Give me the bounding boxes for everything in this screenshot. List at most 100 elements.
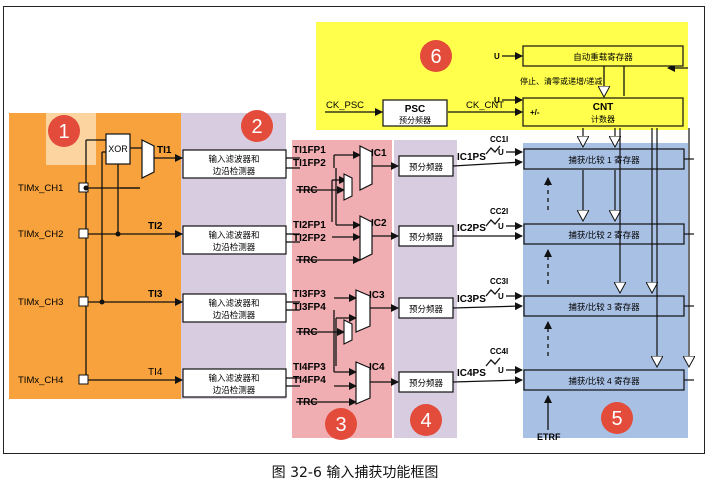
figure-caption: 图 32-6 输入捕获功能框图 bbox=[271, 465, 439, 481]
label-timx-ch2: TIMx_CH2 bbox=[18, 229, 63, 240]
badge-region-5: 5 bbox=[601, 402, 633, 434]
svg-text:边沿检测器: 边沿检测器 bbox=[213, 166, 256, 176]
label-cc2i: CC2I bbox=[490, 207, 508, 216]
svg-text:边沿检测器: 边沿检测器 bbox=[213, 242, 256, 252]
label-trc-2: TRC bbox=[297, 255, 318, 266]
filter-box-4: 输入滤波器和 边沿检测器 bbox=[182, 368, 287, 398]
ccr-3: 捕获/比较 3 寄存器 bbox=[523, 295, 685, 317]
pin-ch2 bbox=[78, 228, 89, 239]
filter-box-1: 输入滤波器和 边沿检测器 bbox=[182, 149, 287, 179]
ti1-mux bbox=[141, 139, 155, 179]
label-ti2: TI2 bbox=[148, 221, 163, 232]
svg-text:CNT: CNT bbox=[593, 102, 614, 113]
pin-ch3 bbox=[78, 296, 89, 307]
badge-region-2: 2 bbox=[241, 110, 273, 142]
svg-text:预分频器: 预分频器 bbox=[409, 378, 444, 388]
svg-text:预分频器: 预分频器 bbox=[409, 232, 444, 242]
svg-text:预分频器: 预分频器 bbox=[409, 162, 444, 172]
label-u-2: U bbox=[498, 222, 504, 231]
svg-text:1: 1 bbox=[58, 121, 69, 143]
label-stop-clear: 停止、清零或递增/递减 bbox=[520, 76, 602, 86]
svg-text:输入滤波器和: 输入滤波器和 bbox=[208, 230, 259, 240]
badge-region-3: 3 bbox=[325, 408, 357, 440]
label-u-4: U bbox=[498, 366, 504, 375]
psc-box: PSC 预分频器 bbox=[382, 99, 448, 127]
svg-text:自动重载寄存器: 自动重载寄存器 bbox=[573, 52, 633, 62]
label-ic3: IC3 bbox=[369, 290, 385, 301]
ic4-mux bbox=[355, 361, 371, 405]
ic3-mux bbox=[355, 289, 371, 333]
svg-text:计数器: 计数器 bbox=[591, 114, 615, 124]
label-ti4fp3: TI4FP3 bbox=[293, 362, 326, 373]
label-ti1fp1: TI1FP1 bbox=[293, 145, 326, 156]
label-cc3i: CC3I bbox=[490, 277, 508, 286]
label-ti4: TI4 bbox=[148, 367, 163, 378]
label-ti1: TI1 bbox=[157, 145, 172, 156]
label-ti1fp2: TI1FP2 bbox=[293, 158, 326, 169]
xor-label: XOR bbox=[108, 144, 128, 154]
filter-box-3: 输入滤波器和 边沿检测器 bbox=[182, 293, 287, 323]
label-ic3ps: IC3PS bbox=[457, 294, 486, 305]
label-ic1ps: IC1PS bbox=[457, 152, 486, 163]
figure-frame bbox=[3, 6, 705, 454]
badge-region-6: 6 bbox=[420, 40, 452, 72]
svg-text:输入滤波器和: 输入滤波器和 bbox=[208, 154, 259, 164]
svg-text:捕获/比较 4 寄存器: 捕获/比较 4 寄存器 bbox=[568, 376, 640, 386]
ccr-1: 捕获/比较 1 寄存器 bbox=[523, 148, 685, 170]
prescaler-4: 预分频器 bbox=[398, 371, 454, 393]
trc-mux-1 bbox=[343, 173, 353, 201]
ic1-mux bbox=[359, 145, 373, 191]
label-trc-4: TRC bbox=[297, 397, 318, 408]
label-trc-1: TRC bbox=[297, 185, 318, 196]
prescaler-1: 预分频器 bbox=[398, 155, 454, 177]
label-u-1: U bbox=[498, 148, 504, 157]
label-ti3fp4: TI3FP4 bbox=[293, 302, 326, 313]
label-ic4: IC4 bbox=[369, 362, 385, 373]
label-ck-cnt: CK_CNT bbox=[466, 100, 504, 111]
pin-ch4 bbox=[78, 374, 89, 385]
svg-text:3: 3 bbox=[335, 414, 346, 436]
svg-text:输入滤波器和: 输入滤波器和 bbox=[208, 298, 259, 308]
svg-text:预分频器: 预分频器 bbox=[399, 115, 431, 125]
svg-text:6: 6 bbox=[430, 46, 441, 68]
svg-text:输入滤波器和: 输入滤波器和 bbox=[208, 373, 259, 383]
label-timx-ch3: TIMx_CH3 bbox=[18, 297, 63, 308]
svg-text:边沿检测器: 边沿检测器 bbox=[213, 310, 256, 320]
cnt-counter: CNT 计数器 +/- bbox=[522, 97, 684, 127]
label-ti3: TI3 bbox=[148, 289, 163, 300]
region-5-background bbox=[523, 143, 688, 438]
trc-mux-3 bbox=[343, 319, 353, 345]
label-u-cnt: U bbox=[494, 96, 500, 105]
svg-text:PSC: PSC bbox=[405, 104, 426, 115]
label-ic4ps: IC4PS bbox=[457, 368, 486, 379]
label-ic1: IC1 bbox=[371, 148, 387, 159]
label-trc-3: TRC bbox=[297, 327, 318, 338]
label-u-arr: U bbox=[494, 52, 500, 61]
label-ic2ps: IC2PS bbox=[457, 223, 486, 234]
label-ti2fp2: TI2FP2 bbox=[293, 233, 326, 244]
label-ck-psc: CK_PSC bbox=[326, 100, 364, 111]
prescaler-3: 预分频器 bbox=[398, 297, 454, 319]
svg-text:+/-: +/- bbox=[530, 108, 540, 117]
ic2-mux bbox=[359, 215, 373, 261]
svg-text:捕获/比较 3 寄存器: 捕获/比较 3 寄存器 bbox=[568, 302, 640, 312]
region-4-background bbox=[394, 140, 457, 438]
badge-region-4: 4 bbox=[410, 404, 442, 436]
svg-text:捕获/比较 2 寄存器: 捕获/比较 2 寄存器 bbox=[568, 230, 640, 240]
svg-text:预分频器: 预分频器 bbox=[409, 304, 444, 314]
label-etrf: ETRF bbox=[537, 432, 561, 442]
prescaler-2: 预分频器 bbox=[398, 225, 454, 247]
svg-text:4: 4 bbox=[420, 410, 431, 432]
svg-text:5: 5 bbox=[611, 408, 622, 430]
label-ic2: IC2 bbox=[371, 218, 387, 229]
badge-region-1: 1 bbox=[48, 115, 80, 147]
label-timx-ch1: TIMx_CH1 bbox=[18, 183, 63, 194]
label-cc1i: CC1I bbox=[490, 135, 508, 144]
label-ti2fp1: TI2FP1 bbox=[293, 220, 326, 231]
label-ti3fp3: TI3FP3 bbox=[293, 289, 326, 300]
arr-register: 自动重载寄存器 bbox=[522, 45, 684, 67]
label-cc4i: CC4I bbox=[490, 347, 508, 356]
label-u-3: U bbox=[498, 292, 504, 301]
svg-text:2: 2 bbox=[251, 116, 262, 138]
